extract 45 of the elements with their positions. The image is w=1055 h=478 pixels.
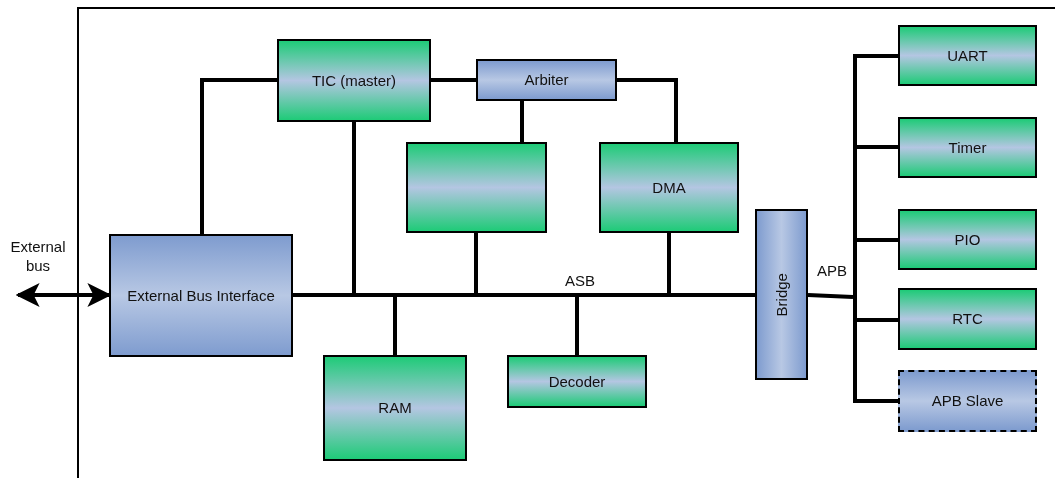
block-label: UART (946, 45, 989, 66)
connector-line (857, 145, 898, 149)
arbiter-box (476, 59, 617, 101)
connector-line (474, 233, 478, 293)
block-label: APB Slave (930, 391, 1005, 411)
connector-line (352, 122, 356, 293)
peripheral-box (898, 117, 1037, 178)
connector-line (617, 78, 678, 142)
memory-box (323, 355, 467, 461)
connector-line (393, 297, 397, 355)
block-label: Timer (947, 137, 988, 158)
connector-line (200, 78, 277, 234)
block-label: RTC (951, 309, 984, 329)
connector-line (857, 54, 898, 58)
connector-line (520, 101, 524, 142)
processor-box (406, 142, 547, 233)
connector-line (857, 399, 898, 403)
bus-label: APB (816, 262, 848, 281)
block-label: Bridge (771, 271, 791, 319)
bridge-box (755, 209, 808, 380)
interface-box (109, 234, 293, 357)
block-label: TIC (master) (310, 70, 398, 91)
bus-label: External bus (9, 238, 67, 276)
block-label: External Bus Interface (126, 285, 276, 306)
connector-line (667, 233, 671, 293)
connector-line (745, 293, 755, 297)
peripheral-box (898, 25, 1037, 86)
connector-line (857, 238, 898, 242)
connector-line (431, 78, 476, 82)
bus-label: ASB (564, 272, 596, 291)
block-label: RAM (377, 398, 413, 418)
peripheral-box (898, 288, 1037, 350)
connector-line (807, 293, 854, 299)
connector-line (575, 297, 579, 355)
decoder-box (507, 355, 647, 408)
block-label: DMA (651, 177, 687, 198)
connector-line (857, 318, 898, 322)
master-box (277, 39, 431, 122)
block-label: Arbiter (523, 70, 570, 90)
block-label: Decoder (547, 371, 607, 392)
connector-line (293, 293, 310, 297)
dma-box (599, 142, 739, 233)
peripheral-box (898, 209, 1037, 270)
peripheral-box (898, 370, 1037, 432)
block-label: PIO (953, 229, 982, 250)
